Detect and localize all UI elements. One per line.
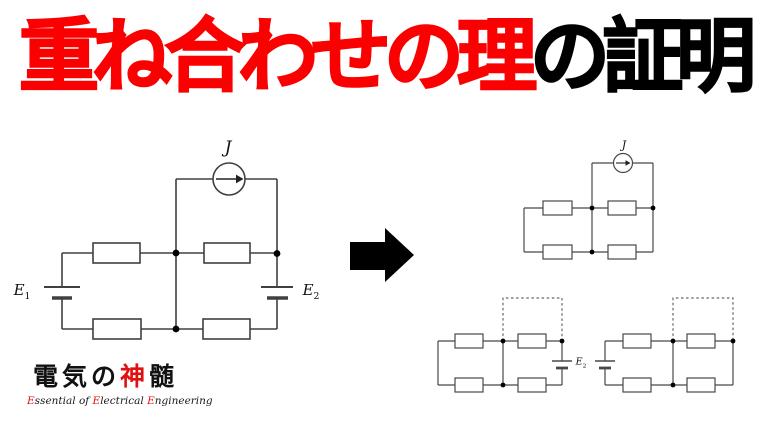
resistor — [622, 377, 652, 393]
junction-dot — [273, 250, 281, 257]
resistor — [517, 377, 547, 393]
resistor — [92, 242, 141, 264]
removed-source-dashed-outline — [502, 297, 563, 341]
resistor — [517, 333, 547, 349]
junction-dot — [500, 338, 506, 344]
logo-kanji-accent: 神 — [120, 362, 150, 391]
current-source-symbol — [176, 162, 277, 196]
main-current-source-label: J — [224, 138, 232, 158]
junction-dot — [172, 325, 180, 333]
logo-kanji-prefix: 電気の — [33, 362, 121, 391]
battery-e1-symbol — [44, 253, 80, 329]
resistor — [686, 377, 716, 393]
resistor — [92, 318, 142, 340]
junction-dot — [559, 338, 565, 344]
junction-dot — [650, 205, 656, 211]
logo-tagline: Essential of Electrical Engineering — [27, 395, 213, 407]
resistor — [607, 200, 637, 216]
junction-dot — [670, 382, 676, 388]
sub-circuit-current-source-label: J — [621, 138, 627, 152]
logo-kanji: 電気の神髄 — [33, 357, 203, 393]
removed-source-dashed-outline — [672, 297, 734, 341]
resistor — [622, 333, 652, 349]
battery-e2-symbol — [552, 341, 572, 385]
current-source-symbol — [592, 152, 653, 174]
resistor — [607, 244, 637, 260]
resistor — [686, 333, 716, 349]
battery-e2-symbol — [261, 179, 293, 329]
junction-dot — [589, 205, 595, 211]
sub-circuit-e2-only — [437, 297, 572, 393]
tagline-text: ngineering — [154, 395, 213, 407]
main-battery-e1-label: E1 — [13, 281, 31, 302]
junction-dot — [670, 338, 676, 344]
page-title: 重ね合わせの理の証明 — [0, 8, 768, 108]
tagline-text: lectrical — [100, 395, 148, 407]
main-circuit — [44, 162, 293, 340]
sub-circuit-e1-only — [595, 297, 736, 393]
title-black-segment: の証明 — [529, 11, 757, 102]
junction-dot — [730, 338, 736, 344]
sub-circuit-battery-e2-label: E2 — [575, 356, 587, 370]
resistor — [542, 200, 573, 216]
main-battery-e2-label: E2 — [302, 281, 320, 302]
junction-dot — [500, 382, 506, 388]
tagline-text: ssential of — [34, 395, 93, 407]
battery-symbol — [595, 341, 615, 385]
title-red-segment: 重ね合わせの理 — [18, 11, 538, 102]
resistor — [202, 318, 251, 340]
tagline-initial: E — [147, 395, 155, 407]
tagline-initial: E — [27, 395, 35, 407]
resistor — [542, 244, 573, 260]
junction-dot — [172, 249, 180, 257]
arrow-right-icon — [350, 228, 414, 282]
junction-dot — [589, 249, 595, 255]
sub-circuit-j-only — [523, 152, 656, 260]
resistor — [203, 242, 251, 264]
resistor — [454, 333, 484, 349]
resistor — [454, 377, 484, 393]
logo-kanji-suffix: 髄 — [149, 362, 179, 391]
tagline-initial: E — [92, 395, 101, 407]
